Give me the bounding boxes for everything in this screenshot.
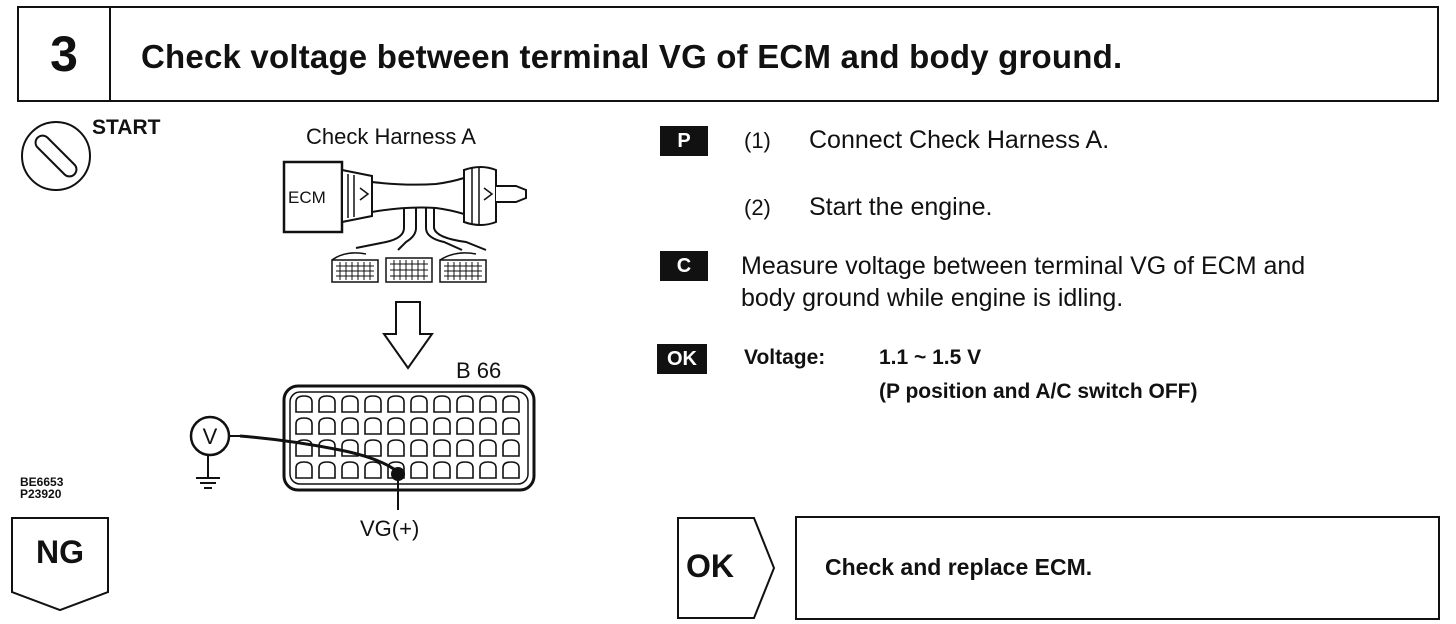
- step-text-1: Connect Check Harness A.: [809, 126, 1110, 154]
- check-badge: C: [660, 251, 708, 281]
- connector-terminal: [410, 395, 428, 413]
- step-number-1: (1): [744, 128, 771, 153]
- connector-terminal: [295, 417, 313, 435]
- start-engine-icon: [21, 121, 91, 191]
- connector-terminal: [318, 395, 336, 413]
- figure-code: BE6653: [20, 475, 64, 489]
- harness-label: Check Harness A: [306, 124, 476, 149]
- connector-terminal: [295, 461, 313, 479]
- figure-code: P23920: [20, 487, 62, 501]
- ok-spec-badge: OK: [657, 344, 707, 374]
- spec-label: Voltage:: [744, 346, 826, 369]
- ecm-text: ECM: [288, 188, 326, 207]
- page-title: Check voltage between terminal VG of ECM…: [141, 38, 1123, 75]
- connector-terminal: [479, 417, 497, 435]
- connector-terminal: [410, 461, 428, 479]
- connector-terminal: [502, 461, 520, 479]
- connector-terminal: [341, 417, 359, 435]
- connector-terminal: [364, 439, 382, 457]
- ok-tab[interactable]: [676, 516, 776, 620]
- connector-terminal: [410, 439, 428, 457]
- ok-label: OK: [686, 548, 734, 584]
- ng-label: NG: [36, 534, 84, 570]
- connector-terminal: [341, 461, 359, 479]
- step-number-2: (2): [744, 195, 771, 220]
- connector-terminal: [410, 417, 428, 435]
- step-text-2: Start the engine.: [809, 193, 993, 221]
- connector-terminal: [479, 461, 497, 479]
- connector-terminal: [364, 395, 382, 413]
- voltmeter-symbol: V: [203, 424, 218, 449]
- connector-terminal: [433, 439, 451, 457]
- connector-terminal: [433, 395, 451, 413]
- check-text-line-2: body ground while engine is idling.: [741, 284, 1124, 312]
- check-harness-illustration: ECM: [282, 160, 527, 283]
- connector-terminal: [318, 417, 336, 435]
- ng-tab[interactable]: [10, 516, 110, 612]
- connector-terminal: [433, 417, 451, 435]
- start-label: START: [92, 116, 161, 139]
- connector-terminal: [456, 395, 474, 413]
- check-text-line-1: Measure voltage between terminal VG of E…: [741, 252, 1306, 280]
- ok-result-box: [795, 516, 1440, 620]
- connector-terminal: [387, 395, 405, 413]
- connector-terminal: [456, 417, 474, 435]
- step-header: 3 Check voltage between terminal VG of E…: [17, 6, 1439, 102]
- spec-value: 1.1 ~ 1.5 V: [879, 346, 982, 369]
- connector-terminal: [387, 417, 405, 435]
- down-arrow-icon: [382, 301, 434, 370]
- connector-terminal: [479, 439, 497, 457]
- connector-terminal: [364, 417, 382, 435]
- connector-terminal: [456, 461, 474, 479]
- step-number: 3: [19, 8, 111, 100]
- connector-terminal: [364, 461, 382, 479]
- terminal-label: VG(+): [360, 516, 420, 541]
- connector-terminal: [502, 439, 520, 457]
- procedure-badge: P: [660, 126, 708, 156]
- ok-action-text: Check and replace ECM.: [825, 554, 1093, 580]
- figure-codes: BE6653 P23920: [20, 476, 63, 500]
- spec-condition: (P position and A/C switch OFF): [879, 380, 1198, 403]
- connector-terminal: [502, 395, 520, 413]
- connector-terminal: [479, 395, 497, 413]
- ecm-connector-diagram: V: [189, 384, 536, 510]
- connector-terminal: [387, 439, 405, 457]
- connector-terminal: [341, 395, 359, 413]
- connector-terminal: [295, 395, 313, 413]
- connector-terminal: [318, 461, 336, 479]
- connector-terminal: [456, 439, 474, 457]
- connector-label: B 66: [456, 358, 502, 383]
- connector-terminal: [433, 461, 451, 479]
- connector-terminal: [502, 417, 520, 435]
